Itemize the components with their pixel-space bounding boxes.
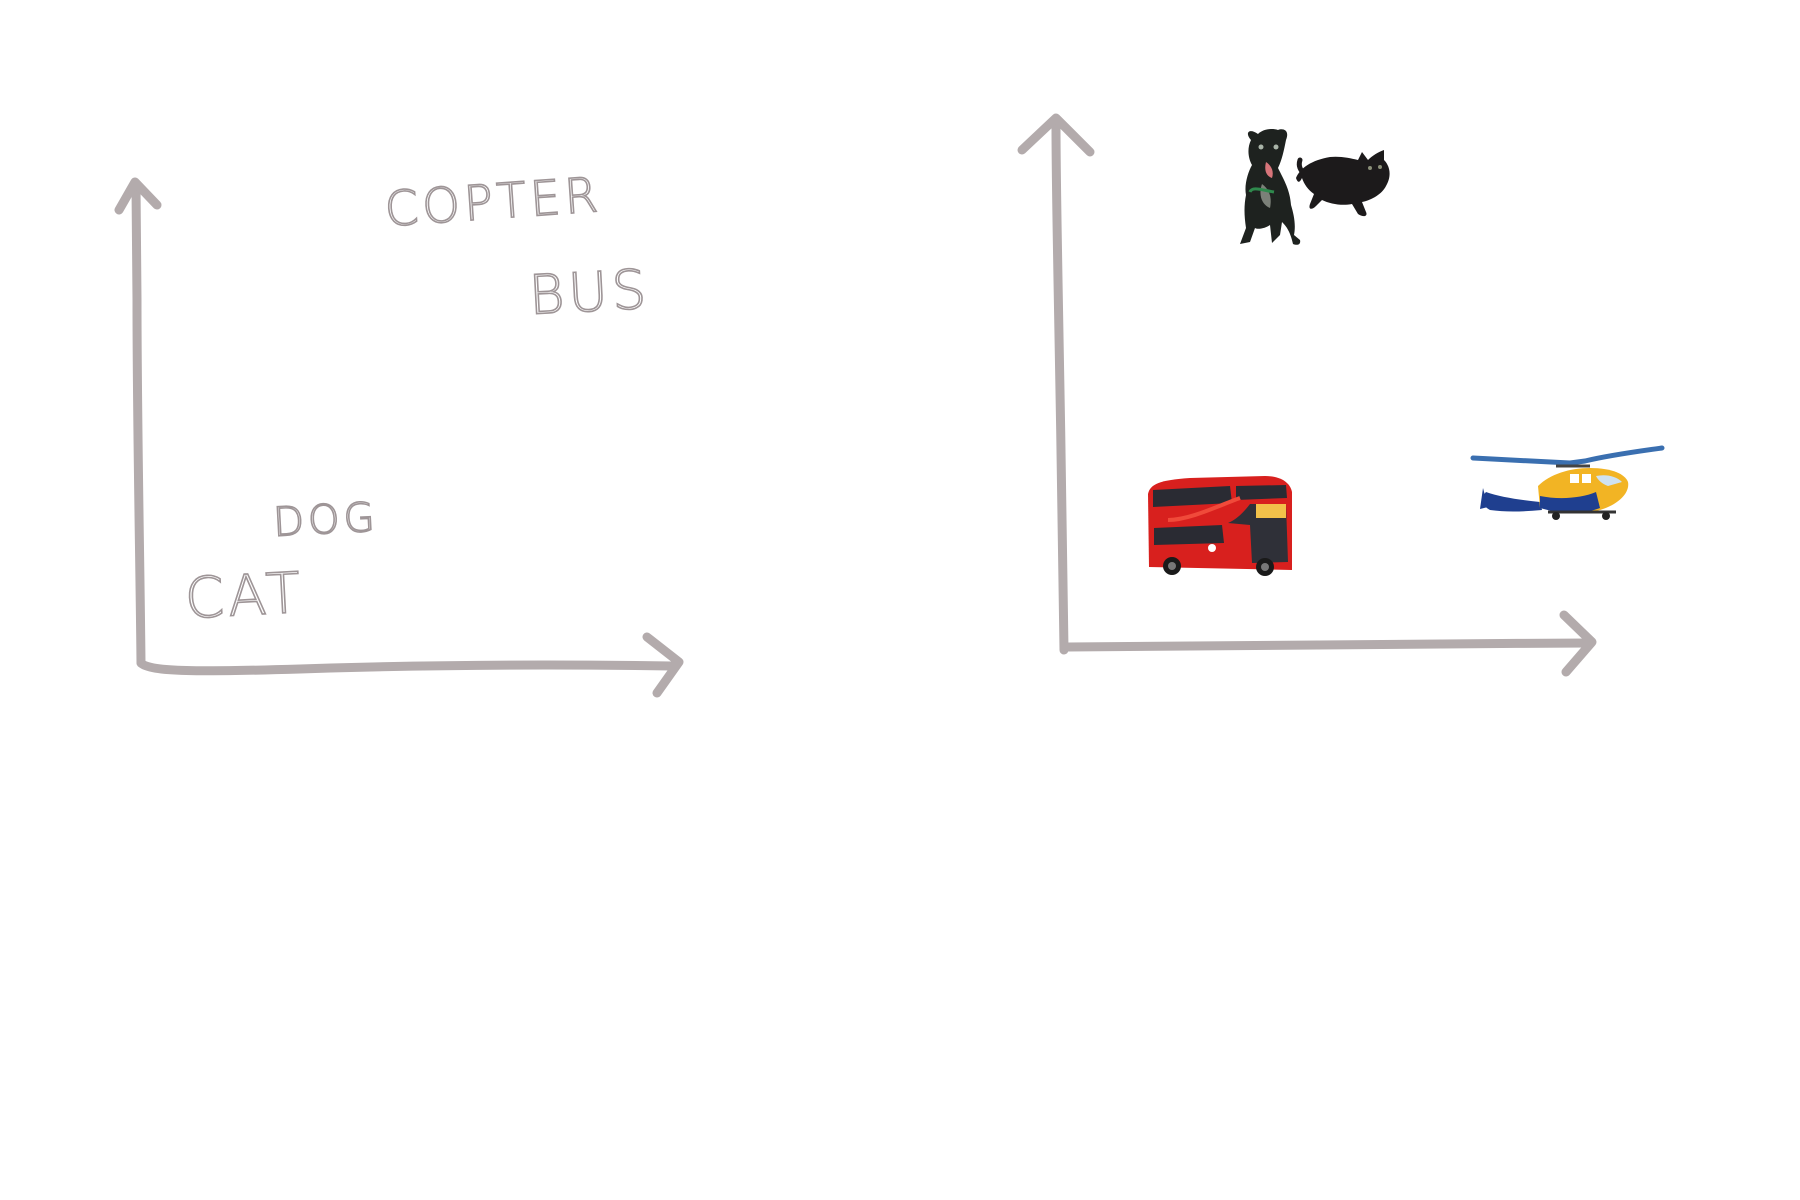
right-x-axis (1063, 638, 1595, 652)
right-y-arrowhead (1017, 113, 1095, 157)
label-dog: DOG (272, 495, 380, 546)
cat-picture (1296, 150, 1390, 217)
right-diagram (1017, 113, 1665, 677)
bus-picture (1148, 476, 1292, 576)
right-y-axis (1051, 120, 1069, 655)
label-cat: CAT (183, 561, 306, 632)
left-x-axis (136, 658, 677, 676)
left-x-arrowhead (642, 632, 684, 698)
helicopter-picture (1470, 445, 1665, 520)
label-copter: COPTER (383, 167, 604, 238)
right-x-arrowhead (1559, 610, 1597, 677)
left-diagram: COPTER BUS DOG CAT (114, 166, 684, 698)
left-axes (114, 177, 684, 698)
dog-picture (1240, 129, 1301, 245)
left-y-axis (131, 181, 146, 668)
label-bus: BUS (527, 258, 651, 327)
left-y-arrowhead (114, 177, 162, 215)
right-axes (1017, 113, 1597, 677)
